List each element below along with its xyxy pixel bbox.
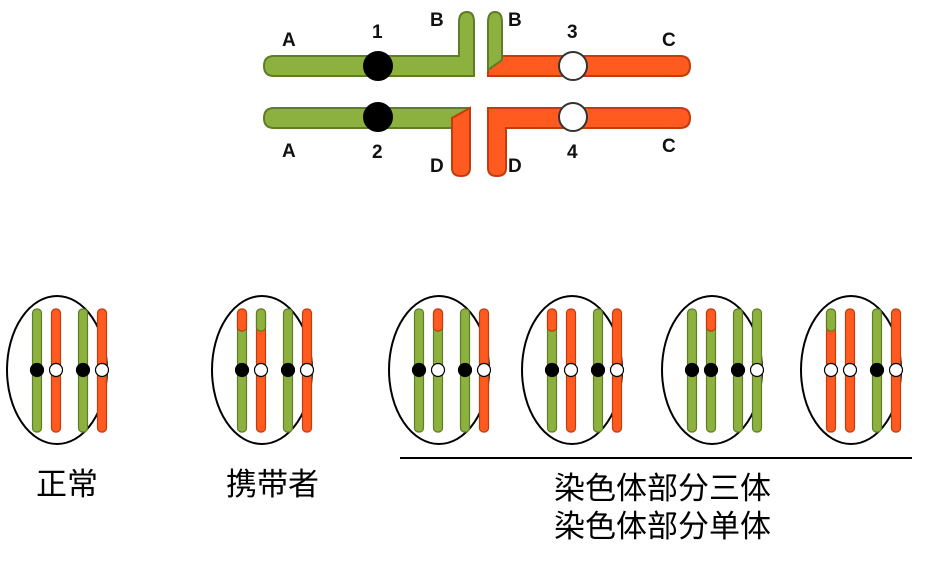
centromere-dot: [563, 362, 579, 378]
centromere-1: [363, 51, 393, 81]
label-a-bottom: A: [282, 141, 296, 162]
chromosome-2-d-segment: [451, 106, 471, 178]
translocated-segment: [255, 308, 267, 332]
centromere-dot: [430, 362, 446, 378]
caption-partial-trisomy: 染色体部分三体: [554, 471, 771, 507]
centromere-dot: [544, 362, 560, 378]
cells-row: [6, 295, 904, 445]
chromosome-3-b-segment: [487, 10, 503, 72]
centromere-dot: [888, 362, 904, 378]
translocated-segment: [825, 308, 837, 332]
caption-carrier: 携带者: [226, 467, 319, 503]
centromere-dot: [609, 362, 625, 378]
centromere-dot: [48, 362, 64, 378]
chromosome-bar: [888, 308, 904, 433]
chromosome-bar: [253, 308, 269, 433]
cell-5: [661, 295, 765, 445]
chromosome-bar: [563, 308, 579, 433]
caption-partial-monosomy: 染色体部分单体: [554, 509, 771, 545]
centromere-dot: [590, 362, 606, 378]
centromere-dot: [457, 362, 473, 378]
label-c-bottom: C: [662, 136, 676, 157]
centromere-dot: [823, 362, 839, 378]
label-b-right: B: [508, 10, 522, 31]
label-b-left: B: [430, 10, 444, 31]
chromosome-bar: [703, 308, 719, 433]
label-2: 2: [372, 142, 383, 163]
label-1: 1: [372, 22, 383, 43]
centromere-dot: [684, 362, 700, 378]
cell-6: [800, 295, 904, 445]
chromosome-bar: [234, 308, 250, 433]
chromosome-bar: [730, 308, 746, 433]
centromere-dot: [703, 362, 719, 378]
label-4: 4: [567, 142, 578, 163]
chromosome-bar: [299, 308, 315, 433]
centromere-2: [363, 102, 393, 132]
cell-1: [6, 295, 110, 445]
chromosome-bar: [457, 308, 473, 433]
centromere-dot: [299, 362, 315, 378]
chromosome-bar: [749, 308, 765, 433]
centromere-dot: [280, 362, 296, 378]
chromosome-bar: [94, 308, 110, 433]
label-d-right: D: [508, 156, 522, 177]
centromere-dot: [869, 362, 885, 378]
label-a-top: A: [282, 30, 296, 51]
centromere-4: [558, 102, 588, 132]
chromosome-bar: [48, 308, 64, 433]
translocated-segment: [705, 308, 717, 332]
centromere-dot: [476, 362, 492, 378]
translocated-segment: [236, 308, 248, 332]
centromere-dot: [29, 362, 45, 378]
centromere-dot: [75, 362, 91, 378]
chromosome-bar: [29, 308, 45, 433]
chromosome-bar: [590, 308, 606, 433]
chromosome-bar: [609, 308, 625, 433]
label-c-top: C: [662, 30, 676, 51]
chromosome-bar: [823, 308, 839, 433]
chromosome-bar: [411, 308, 427, 433]
cell-4: [521, 295, 625, 445]
chromosome-4-arm: [487, 107, 692, 178]
centromere-dot: [749, 362, 765, 378]
chromosome-bar: [684, 308, 700, 433]
caption-normal: 正常: [36, 467, 98, 503]
centromere-dot: [94, 362, 110, 378]
translocated-segment: [546, 308, 558, 332]
chromosome-bar: [842, 308, 858, 433]
chromosome-bar: [430, 308, 446, 433]
chromosome-bar: [280, 308, 296, 433]
centromere-dot: [730, 362, 746, 378]
centromere-dot: [253, 362, 269, 378]
chromosome-bar: [75, 308, 91, 433]
chromosome-bar: [869, 308, 885, 433]
chromosome-bar: [544, 308, 560, 433]
cell-3: [388, 295, 492, 445]
centromere-dot: [234, 362, 250, 378]
chromosome-bar: [476, 308, 492, 433]
centromere-dot: [411, 362, 427, 378]
label-d-left: D: [430, 156, 444, 177]
translocated-segment: [432, 308, 444, 332]
chromosome-1-arm: [262, 10, 475, 77]
chromosome-3-arm: [487, 55, 692, 77]
centromere-dot: [842, 362, 858, 378]
translocation-cross: A 1 B B 3 C A 2 D D 4 C: [262, 10, 692, 178]
centromere-3: [558, 51, 588, 81]
label-3: 3: [567, 22, 578, 43]
cell-2: [211, 295, 315, 445]
